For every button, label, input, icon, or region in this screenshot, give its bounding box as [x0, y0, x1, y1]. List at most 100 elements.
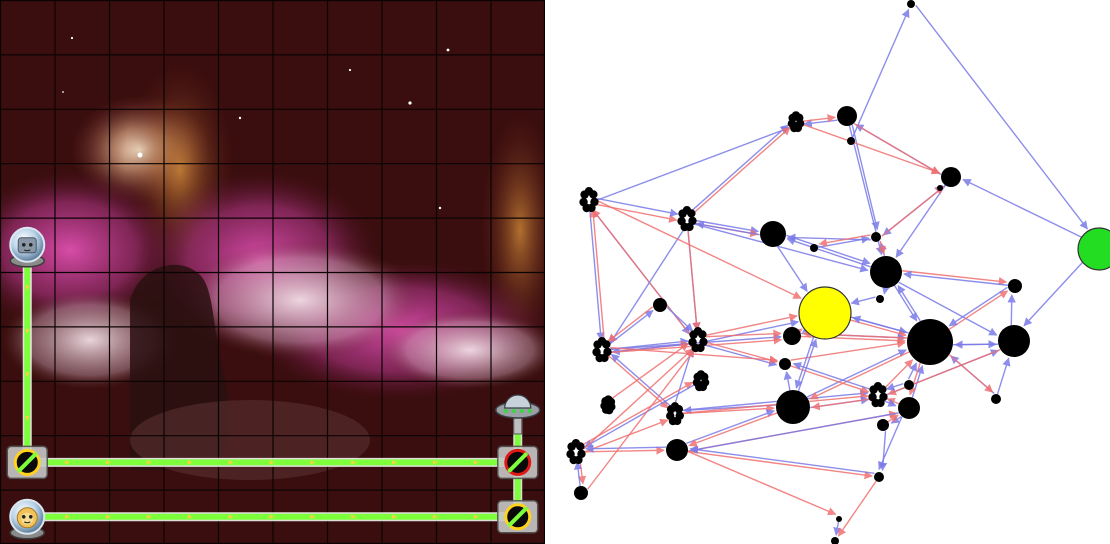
graph-edge	[597, 197, 679, 217]
graph-edge	[877, 240, 886, 255]
graph-edge	[885, 382, 904, 391]
graph-edge	[681, 389, 869, 412]
graph-node	[937, 185, 943, 191]
board-canvas[interactable]	[0, 0, 545, 544]
graph-edge	[706, 319, 800, 342]
board-pieces	[6, 226, 541, 540]
graph-edge	[802, 324, 812, 333]
graph-node	[870, 256, 902, 288]
graph-node-cluster	[592, 337, 612, 363]
spaceship-icon[interactable]	[495, 394, 541, 435]
beam-arrow	[25, 415, 30, 421]
graph-edge	[585, 444, 666, 453]
graph-edge	[681, 392, 869, 415]
graph-edge	[818, 234, 871, 247]
graph-node	[941, 167, 961, 187]
beam-arrow	[351, 460, 357, 465]
green-node	[1077, 227, 1110, 271]
graph-edge	[881, 186, 945, 237]
graph-node	[574, 486, 588, 500]
graph-edge	[948, 286, 1008, 327]
graph-edge	[609, 226, 686, 344]
graph-edge	[687, 450, 873, 480]
graph-edge	[607, 309, 654, 346]
graph-edge	[609, 342, 689, 401]
graph-edge	[693, 223, 869, 273]
game-board[interactable]	[0, 0, 545, 544]
graph-edge	[686, 409, 775, 445]
graph-edge	[583, 446, 665, 455]
graph-edge	[907, 362, 917, 380]
graph-node-cluster	[688, 327, 708, 353]
beam-arrow	[65, 460, 71, 465]
graph-edge	[607, 354, 669, 409]
graph-node	[874, 472, 884, 482]
graph-edge	[806, 349, 907, 398]
graph-edge	[809, 351, 910, 400]
graph-edge	[694, 219, 760, 235]
mirror-icon[interactable]	[6, 445, 48, 480]
graph-node-cluster	[579, 187, 599, 213]
graph-node	[871, 232, 881, 242]
graph-edge	[689, 445, 875, 475]
graph-edge	[786, 234, 871, 265]
graph-edge	[705, 313, 798, 337]
graph-node	[904, 380, 914, 390]
graph-edge	[898, 281, 998, 336]
laser-beam	[22, 512, 523, 522]
beam-arrow	[65, 514, 71, 519]
graph-edge	[948, 354, 994, 393]
graph-node	[907, 0, 915, 8]
graph-edge	[589, 208, 605, 342]
graph-node-cluster	[600, 395, 616, 415]
graph-edge	[962, 178, 1082, 238]
graph-edge	[587, 349, 695, 490]
graph-edge	[583, 383, 697, 448]
graph-node	[836, 516, 842, 522]
beam-arrow	[228, 460, 234, 465]
graph-edge	[851, 315, 909, 334]
graph-edge	[851, 124, 880, 231]
graph-edge	[588, 207, 605, 341]
graph-edge	[903, 270, 1009, 286]
graph-edge	[689, 412, 899, 454]
graph-edge	[915, 4, 1088, 230]
beam-arrow	[392, 514, 398, 519]
graph-node-cluster	[692, 370, 710, 392]
graph-edge	[610, 353, 673, 408]
graph-node	[876, 295, 884, 303]
state-graph-panel	[545, 0, 1110, 544]
graph-node-cluster	[787, 111, 805, 133]
beam-arrow	[433, 460, 438, 465]
graph-edge	[777, 246, 808, 292]
mirror-icon[interactable]	[497, 445, 539, 480]
beam-arrow	[106, 514, 111, 519]
graph-edge	[883, 398, 897, 407]
graph-node	[653, 298, 667, 312]
graph-edge	[584, 418, 669, 453]
graph-edge	[681, 404, 775, 415]
graph-node	[666, 439, 688, 461]
graph-edge	[705, 329, 782, 338]
beam-arrow	[146, 460, 152, 465]
graph-edges	[573, 4, 1088, 537]
graph-edge	[705, 341, 779, 364]
mirror-icon[interactable]	[497, 500, 539, 534]
graph-edge	[881, 285, 890, 295]
graph-edge	[790, 365, 870, 394]
graph-edge	[688, 412, 778, 447]
robot-face-icon[interactable]	[9, 226, 46, 268]
graph-edge	[692, 126, 791, 215]
beam-arrow	[106, 460, 111, 465]
beam-arrow	[473, 460, 479, 465]
graph-edge	[801, 114, 836, 123]
beam-arrow	[310, 460, 316, 465]
graph-edge	[954, 340, 999, 349]
graph-edge	[597, 200, 802, 299]
lion-face-icon[interactable]	[9, 498, 46, 540]
graph-edge	[1023, 261, 1084, 327]
beam-arrow	[25, 285, 30, 291]
graph-edge	[793, 328, 803, 337]
graph-edge	[790, 339, 906, 361]
laser-beam	[22, 457, 523, 467]
